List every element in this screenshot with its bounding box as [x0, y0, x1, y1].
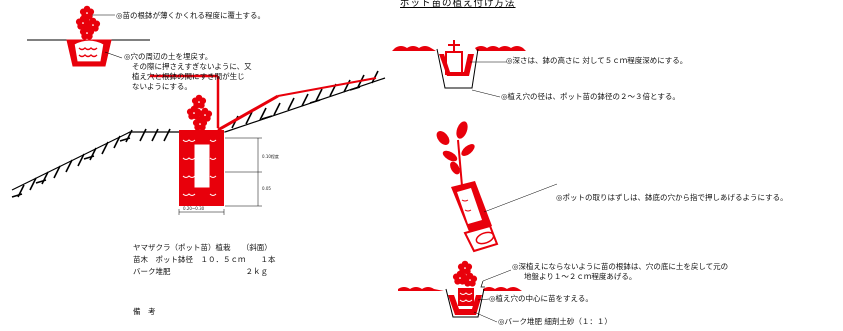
depth-label-2: 0.05 [262, 186, 271, 191]
step2-remove-pot-illustration [436, 121, 558, 253]
not-deep-line: 地盤より１～２ｃｍ程度あげる。 [524, 272, 637, 281]
slope-section: 0.10程度 0.05 0.20~0.30 [11, 70, 386, 215]
spec-title: ヤマザクラ（ポット苗）植栽 （斜面） [133, 243, 272, 252]
depth-label-1: 0.10程度 [262, 153, 279, 159]
step-depth-note: ◎深さは、鉢の高さに 対して５ｃｍ程度深めにする。 [506, 56, 688, 65]
not-deep-line: ◎深植えにならないように苗の根鉢は、穴の底に土を戻して元の [512, 262, 729, 271]
backfill-note: ◎穴の周辺の土を埋戻す。 その際に押さえすぎないように、又 植え穴と根鉢の間にす… [124, 52, 252, 92]
step-bark-note: ◎バーク堆肥 細剤土砂（１：１） [498, 317, 612, 326]
spec-row: 苗木 ポット鉢径 １０．５ｃｍ １本 [133, 255, 276, 264]
step-hole-diameter-note: ◎植え穴の径は、ポット苗の鉢径の２～３倍とする。 [501, 92, 680, 101]
spec-row: バーク堆肥 ２ｋｇ [133, 267, 268, 276]
backfill-line: ないようにする。 [132, 82, 192, 91]
width-label: 0.20~0.30 [183, 206, 205, 211]
cover-soil-note: ◎苗の根鉢が薄くかくれる程度に覆土する。 [116, 11, 266, 20]
step1-hole-illustration [392, 40, 526, 98]
step3-planting-illustration [398, 260, 522, 323]
planting-spec: ヤマザクラ（ポット苗）植栽 （斜面） 苗木 ポット鉢径 １０．５ｃｍ １本 バー… [133, 242, 276, 278]
top-pot-illustration [27, 5, 150, 67]
page-title: ポット苗の植え付け方法 [400, 0, 516, 9]
remarks-label: 備 考 [133, 307, 156, 316]
step-not-deep-note: ◎深植えにならないように苗の根鉢は、穴の底に土を戻して元の 地盤より１～２ｃｍ程… [512, 262, 728, 282]
backfill-line: その際に押さえすぎないように、又 [132, 62, 252, 71]
backfill-line: ◎穴の周辺の土を埋戻す。 [124, 52, 213, 61]
step-center-note: ◎植え穴の中心に苗をすえる。 [489, 294, 593, 303]
backfill-line: 植え穴と根鉢の間にすき間が生じ [132, 72, 245, 81]
step-remove-pot-note: ◎ポットの取りはずしは、鉢底の穴から指で押しあげるようにする。 [556, 193, 788, 202]
